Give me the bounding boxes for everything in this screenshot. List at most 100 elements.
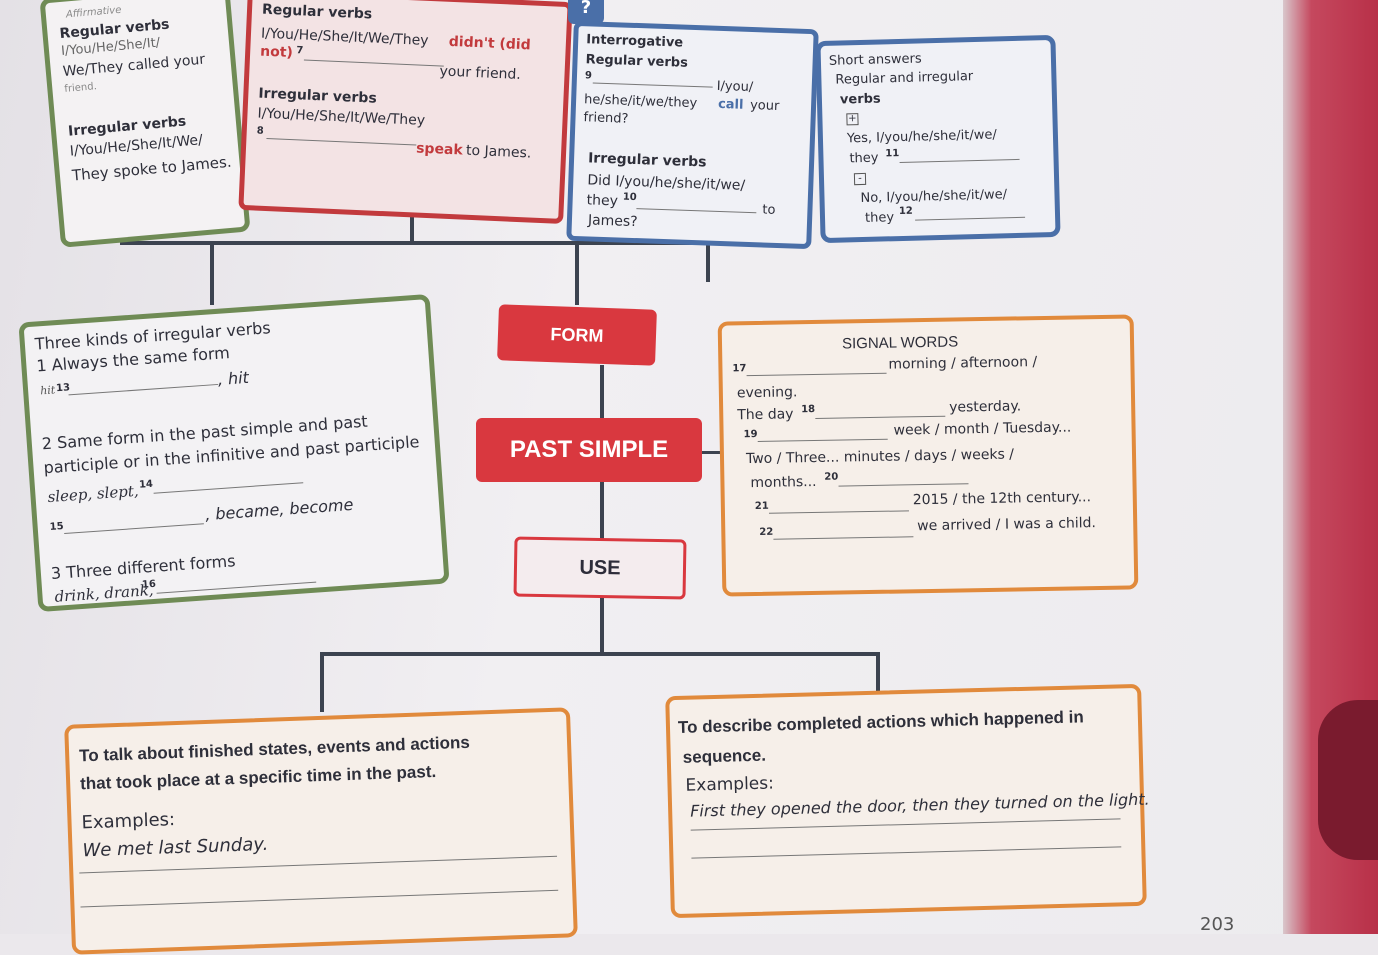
use-box-right: To describe completed actions which happ… xyxy=(665,683,1150,919)
minus-icon: - xyxy=(853,172,867,186)
answer-line-3[interactable] xyxy=(690,818,1121,831)
signal-words-box: SIGNAL WORDS 17 morning / afternoon / ev… xyxy=(717,314,1139,597)
blank-number-22: 22 xyxy=(759,526,774,538)
sleep-slept: sleep, slept, xyxy=(46,481,140,507)
two-three-text: Two / Three... minutes / days / weeks / xyxy=(745,446,1015,468)
answer-blank-21[interactable] xyxy=(768,510,909,514)
use-right-line1: To describe completed actions which happ… xyxy=(677,707,1084,737)
no-line: No, I/you/he/she/it/we/ xyxy=(860,187,1008,207)
use-left-example-1: We met last Sunday. xyxy=(82,833,269,862)
use-text: USE xyxy=(579,556,621,580)
negative-regular-heading: Regular verbs xyxy=(261,1,373,23)
blank-number-21: 21 xyxy=(754,500,769,513)
answer-blank-11[interactable] xyxy=(899,158,1020,164)
use-label: USE xyxy=(513,536,687,600)
short-answers-sub1: Regular and irregular xyxy=(835,69,974,88)
week-text: week / month / Tuesday... xyxy=(893,419,1072,439)
interrogative-irregular-heading: Irregular verbs xyxy=(587,150,707,171)
the-day-text: The day xyxy=(737,406,794,424)
use-left-line1: To talk about finished states, events an… xyxy=(78,732,471,766)
connector xyxy=(210,245,214,305)
answer-blank-16[interactable] xyxy=(156,581,317,594)
answer-blank-18[interactable] xyxy=(815,415,946,419)
didnt-text: didn't (did xyxy=(448,33,532,54)
blank-number-12: 12 xyxy=(898,205,913,218)
negative-irregular-heading: Irregular verbs xyxy=(258,85,378,107)
connector xyxy=(320,652,324,712)
speak-text: speak xyxy=(415,140,464,159)
connector xyxy=(410,205,414,245)
blank-number-10: 10 xyxy=(622,191,637,204)
blank-number-17: 17 xyxy=(732,363,747,375)
short-answers-heading: Short answers xyxy=(828,51,922,69)
answer-blank-20[interactable] xyxy=(838,483,969,487)
form-label: FORM xyxy=(497,304,657,366)
affirmative-box: Affirmative Regular verbs I/You/He/She/I… xyxy=(39,0,251,248)
past-simple-label: PAST SIMPLE xyxy=(476,418,702,482)
your-text: your xyxy=(749,97,780,115)
interrogative-regular-heading: Regular verbs xyxy=(585,52,689,71)
answer-blank-10[interactable] xyxy=(636,208,757,214)
answer-blank-14[interactable] xyxy=(153,482,304,494)
i-you-text: I/you/ xyxy=(716,78,754,96)
use-left-line2: that took place at a specific time in th… xyxy=(79,761,437,794)
yesterday-text: yesterday. xyxy=(949,398,1022,416)
irregular-verbs-kinds-box: Three kinds of irregular verbs 1 Always … xyxy=(18,293,450,613)
answer-blank-22[interactable] xyxy=(773,536,914,540)
answer-blank-17[interactable] xyxy=(746,372,887,377)
answer-blank-8[interactable] xyxy=(266,137,417,146)
question-mark-badge: ? xyxy=(568,0,604,24)
answer-blank-19[interactable] xyxy=(757,438,888,442)
blank-number-20: 20 xyxy=(824,471,839,483)
friend-text: friend. xyxy=(63,81,98,95)
your-friend-text: your friend. xyxy=(439,63,522,83)
short-answers-box: Short answers Regular and irregular verb… xyxy=(815,34,1061,244)
did-line: Did I/you/he/she/it/we/ xyxy=(587,172,746,194)
use-right-line2: sequence. xyxy=(682,745,767,767)
to-james-text: to James. xyxy=(465,142,532,162)
answer-blank-15[interactable] xyxy=(64,523,204,535)
short-answers-sub2: verbs xyxy=(839,91,881,108)
blank-number-11: 11 xyxy=(885,148,900,160)
became-text: , became, become xyxy=(204,494,354,525)
to-text: to xyxy=(762,202,776,218)
hit-example: hit xyxy=(39,383,56,398)
past-simple-text: PAST SIMPLE xyxy=(509,436,669,463)
connector xyxy=(320,652,880,656)
answer-blank-9[interactable] xyxy=(592,82,713,88)
connector xyxy=(706,240,710,282)
they-text: they xyxy=(586,192,619,210)
form-text: FORM xyxy=(550,324,604,346)
negative-box: Regular verbs I/You/He/She/It/We/They di… xyxy=(238,0,573,224)
hit-text: , hit xyxy=(217,367,250,389)
century-text: 2015 / the 12th century... xyxy=(912,489,1092,509)
plus-icon: + xyxy=(846,113,859,126)
negative-pronouns-2: I/You/He/She/It/We/They xyxy=(257,105,426,129)
evening-text: evening. xyxy=(736,384,798,402)
blank-number-9: 9 xyxy=(584,70,593,82)
answer-blank-7[interactable] xyxy=(303,59,444,67)
binder-tab xyxy=(1318,700,1378,860)
answer-line-4[interactable] xyxy=(691,846,1122,859)
answer-blank-12[interactable] xyxy=(915,216,1026,221)
connector xyxy=(600,365,604,655)
answer-blank-13[interactable] xyxy=(68,383,219,396)
blank-number-19: 19 xyxy=(743,428,758,441)
signal-words-heading: SIGNAL WORDS xyxy=(841,333,959,353)
kind-3: 3 Three different forms xyxy=(50,551,237,584)
call-text: call xyxy=(717,96,744,113)
yes-line: Yes, I/you/he/she/it/we/ xyxy=(846,127,997,147)
use-right-examples: Examples: xyxy=(685,773,775,796)
connector xyxy=(120,241,710,245)
blank-number-13: 13 xyxy=(55,382,71,395)
drink-drank: drink, drank, xyxy=(53,580,155,606)
use-right-example-1: First they opened the door, then they tu… xyxy=(689,789,1150,821)
page-number: 203 xyxy=(1200,914,1235,935)
blank-number-14: 14 xyxy=(138,478,154,491)
use-box-left: To talk about finished states, events an… xyxy=(64,707,578,955)
affirmative-label: Affirmative xyxy=(65,4,122,21)
answer-line-2[interactable] xyxy=(80,889,559,908)
blank-number-15: 15 xyxy=(49,521,65,534)
connector xyxy=(876,652,880,692)
connector xyxy=(575,245,579,305)
